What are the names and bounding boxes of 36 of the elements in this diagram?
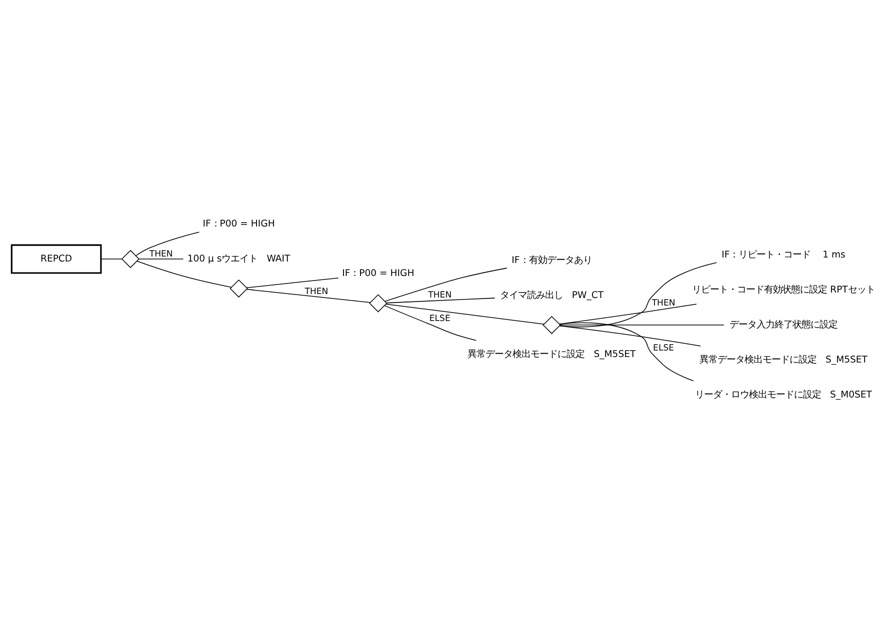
node-diamond	[121, 249, 140, 268]
node-text: タイマ読み出し PW_CT	[500, 289, 604, 300]
edge-label: THEN	[428, 290, 452, 300]
node-text: 異常データ検出モードに設定 S_M5SET	[700, 354, 868, 365]
connector	[100, 258, 122, 259]
connector	[138, 258, 184, 259]
node-text: リーダ・ロウ検出モードに設定 S_M0SET	[695, 388, 872, 400]
node-text: IF：有効データあり	[512, 254, 592, 266]
connector	[384, 304, 477, 340]
edge-label: THEN	[149, 249, 173, 260]
connector	[136, 260, 232, 288]
connector	[384, 267, 508, 302]
node-box: REPCD	[10, 244, 102, 274]
connector	[386, 297, 496, 303]
node-diamond	[542, 315, 561, 334]
node-text: 100 μ sウエイト WAIT	[187, 252, 290, 264]
node-text: IF：P00 = HIGH	[342, 268, 414, 279]
edge-label: ELSE	[653, 343, 674, 353]
edge-label: THEN	[304, 286, 328, 296]
connector	[136, 231, 200, 256]
connector	[559, 262, 717, 327]
connector	[559, 325, 701, 346]
node-text: IF：P00 = HIGH	[202, 218, 275, 229]
connector	[386, 303, 544, 324]
node-text: データ入力終了状態に設定	[730, 318, 838, 330]
node-diamond	[230, 278, 248, 298]
connector	[246, 288, 371, 302]
edge-label: THEN	[652, 298, 676, 308]
node-text: 異常データ検出モードに設定 S_M5SET	[468, 348, 636, 360]
edge-label: ELSE	[429, 313, 450, 324]
connector	[560, 324, 724, 325]
connector	[246, 277, 339, 288]
node-diamond	[369, 294, 388, 312]
node-text: リピート・コード有効状態に設定 RPTセット	[692, 284, 875, 295]
connector	[559, 322, 694, 381]
node-text: IF：リピート・コード 1 ms	[722, 249, 846, 260]
